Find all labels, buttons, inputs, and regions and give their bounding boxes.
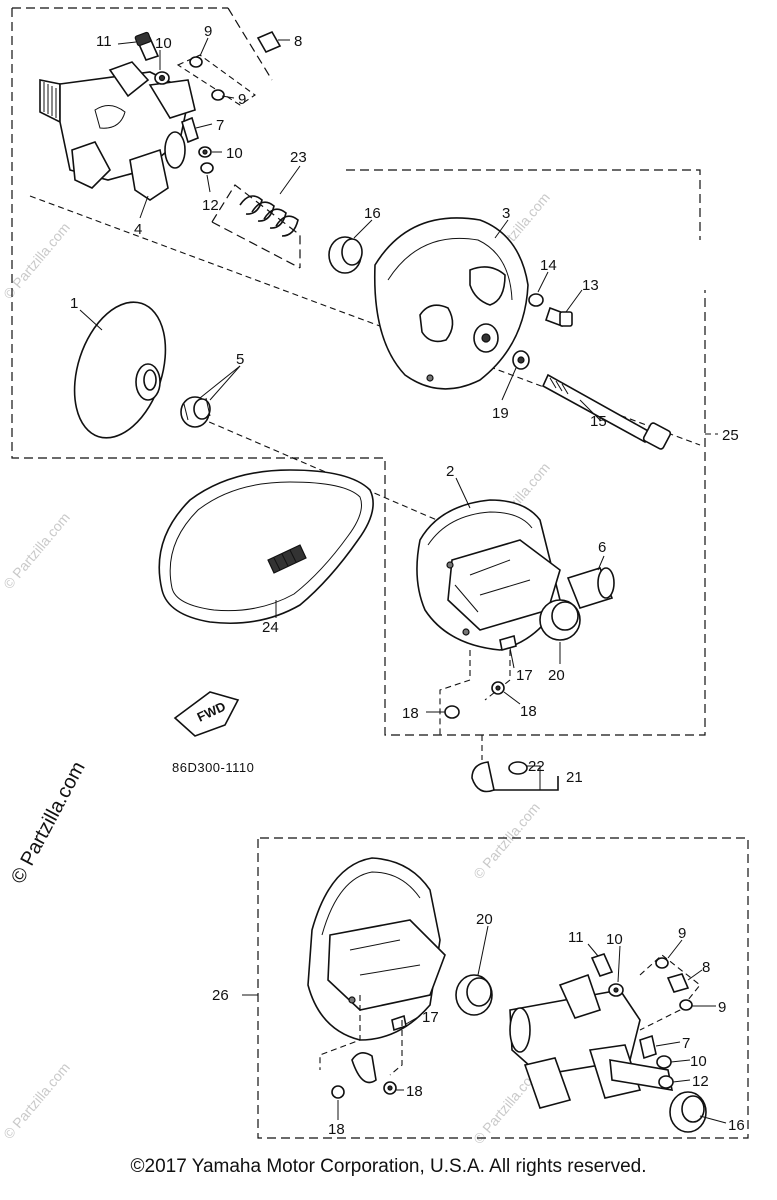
drive-belt (158, 469, 374, 625)
callout-22: 22 (528, 758, 545, 775)
callout-23: 23 (290, 149, 307, 166)
callout-7: 7 (682, 1035, 690, 1052)
slider-hardware-bottom (319, 995, 407, 1099)
watermark: © Partzilla.com (0, 509, 73, 592)
callout-14: 14 (540, 257, 557, 274)
callout-5: 5 (236, 351, 244, 368)
fixed-sheave (73, 301, 167, 439)
callout-8: 8 (294, 33, 302, 50)
callout-18: 18 (402, 705, 419, 722)
weight-roller-6 (566, 567, 615, 609)
callout-9: 9 (678, 925, 686, 942)
callout-10: 10 (690, 1053, 707, 1070)
callout-9: 9 (718, 999, 726, 1016)
cap-hardware (512, 293, 672, 450)
callout-labels: 11 10 9 8 9 7 10 12 4 23 16 3 14 13 1 5 … (70, 23, 745, 1138)
callout-9: 9 (204, 23, 212, 40)
spider-hub (39, 61, 196, 201)
callout-20: 20 (548, 667, 565, 684)
callout-10: 10 (155, 35, 172, 52)
callout-18: 18 (328, 1121, 345, 1138)
callout-21: 21 (566, 769, 583, 786)
callout-18: 18 (406, 1083, 423, 1100)
callout-3: 3 (502, 205, 510, 222)
movable-sheave (416, 499, 561, 651)
watermark: © Partzilla.com (0, 219, 73, 302)
bushing-5 (180, 396, 211, 428)
assembly-26-boundary (257, 837, 749, 1139)
side-watermark: © Partzilla.com (7, 758, 90, 887)
assembly-25-boundary (11, 7, 718, 736)
movable-sheave-bottom (307, 857, 446, 1041)
leader-lines (79, 37, 727, 1124)
callout-8: 8 (702, 959, 710, 976)
watermark: © Partzilla.com (0, 1059, 73, 1142)
callout-6: 6 (598, 539, 606, 556)
callout-12: 12 (202, 197, 219, 214)
callout-10: 10 (226, 145, 243, 162)
callout-12: 12 (692, 1073, 709, 1090)
callout-26: 26 (212, 987, 229, 1004)
callout-17: 17 (422, 1009, 439, 1026)
bushing-20-top (539, 599, 581, 641)
callout-11: 11 (568, 929, 584, 946)
callout-16: 16 (364, 205, 381, 222)
callout-20: 20 (476, 911, 493, 928)
spring (211, 184, 301, 269)
bushing-20-bottom (455, 974, 493, 1016)
callout-9: 9 (238, 91, 246, 108)
cap-3 (373, 217, 529, 390)
fwd-arrow: FWD (173, 691, 240, 737)
spider-bottom (509, 973, 674, 1109)
callout-10: 10 (606, 931, 623, 948)
callout-7: 7 (216, 117, 224, 134)
callout-15: 15 (590, 413, 607, 430)
spider-hardware-bottom (590, 953, 707, 1133)
callout-24: 24 (262, 619, 279, 636)
watermark: © Partzilla.com (470, 799, 543, 882)
callout-2: 2 (446, 463, 454, 480)
callout-13: 13 (582, 277, 599, 294)
callout-11: 11 (96, 33, 112, 50)
bushing-16 (328, 236, 363, 274)
spider-hardware (134, 30, 282, 174)
callout-25: 25 (722, 427, 739, 444)
callout-17: 17 (516, 667, 533, 684)
callout-4: 4 (134, 221, 142, 238)
copyright-footer: ©2017 Yamaha Motor Corporation, U.S.A. A… (130, 1156, 647, 1177)
callout-16: 16 (728, 1117, 745, 1134)
callout-18: 18 (520, 703, 537, 720)
part-code: 86D300-1110 (172, 760, 254, 775)
callout-19: 19 (492, 405, 509, 422)
callout-1: 1 (70, 295, 78, 312)
